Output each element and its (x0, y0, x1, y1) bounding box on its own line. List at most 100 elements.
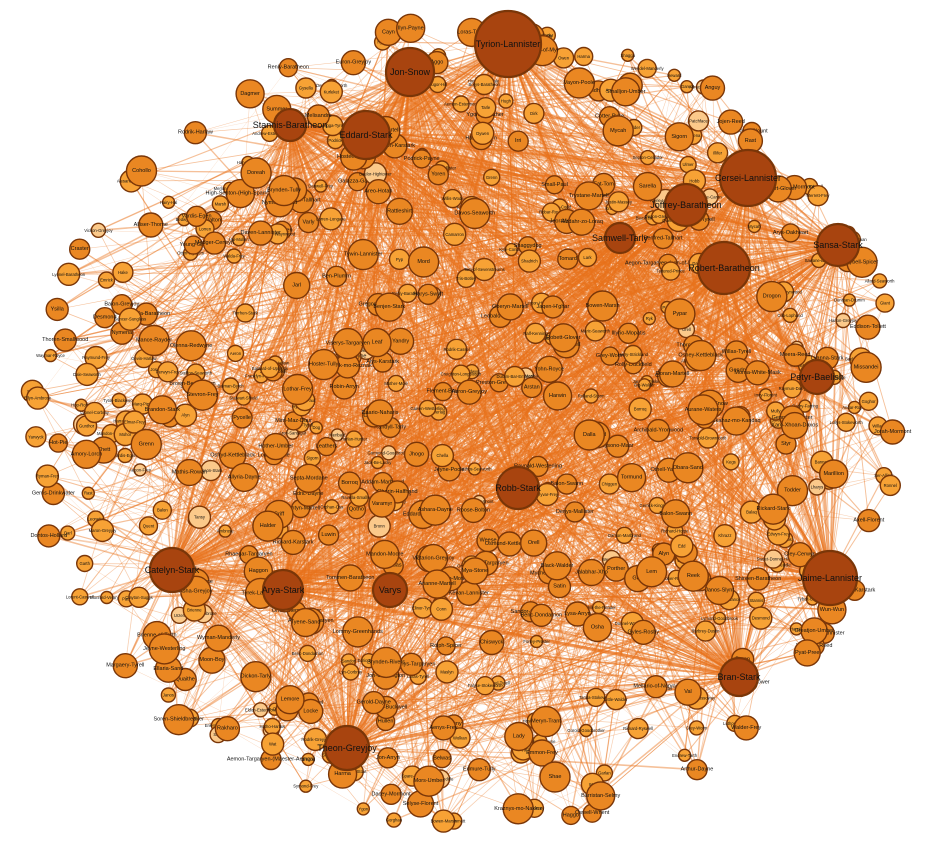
node-circle[interactable] (342, 663, 360, 681)
node-circle[interactable] (272, 107, 308, 143)
node-mid-ilyn[interactable]: Ilyn-Payne (396, 13, 426, 43)
node-circle[interactable] (521, 376, 543, 399)
node-circle[interactable] (175, 330, 207, 362)
node-circle[interactable] (290, 607, 321, 638)
node-mid-rattleshirt[interactable]: Rattleshirt (385, 197, 414, 226)
node-mid-jhogo[interactable]: Jhogo (403, 441, 430, 467)
node-mid-leaf[interactable]: Leaf (362, 327, 392, 358)
node-circle[interactable] (303, 727, 328, 752)
node-circle[interactable] (81, 486, 96, 500)
node-circle[interactable] (283, 271, 311, 300)
node-circle[interactable] (117, 447, 133, 464)
node-circle[interactable] (704, 575, 735, 606)
node-minor-171[interactable]: Maslyn (435, 660, 459, 684)
node-circle[interactable] (658, 360, 687, 388)
node-minor-238[interactable]: Tarle (475, 96, 497, 119)
node-circle[interactable] (835, 312, 851, 329)
node-circle[interactable] (445, 338, 468, 360)
node-circle[interactable] (75, 554, 94, 573)
node-circle[interactable] (187, 505, 212, 529)
node-minor-51[interactable]: Tansy (187, 505, 212, 529)
node-circle[interactable] (399, 652, 424, 676)
node-circle[interactable] (607, 191, 630, 213)
node-circle[interactable] (670, 534, 694, 558)
node-circle[interactable] (623, 344, 643, 365)
node-circle[interactable] (782, 379, 802, 399)
node-circle[interactable] (43, 348, 58, 363)
node-circle[interactable] (632, 171, 663, 202)
node-circle[interactable] (111, 392, 127, 409)
node-circle[interactable] (661, 499, 691, 529)
node-mid-rakharo[interactable]: Rakharo (214, 716, 241, 742)
node-circle[interactable] (419, 494, 451, 526)
node-circle[interactable] (582, 612, 613, 643)
node-minor-193[interactable]: Patchface (687, 110, 710, 132)
node-hub-robb[interactable]: Robb-Stark (495, 465, 541, 511)
node-circle[interactable] (640, 149, 656, 166)
node-circle[interactable] (733, 715, 759, 741)
node-minor-54[interactable]: Desmond (749, 606, 773, 630)
node-circle[interactable] (539, 761, 571, 793)
node-circle[interactable] (319, 80, 343, 104)
node-minor-31[interactable]: Chella (430, 443, 455, 468)
node-mid-mycah[interactable]: Mycah (602, 115, 634, 147)
node-minor-115[interactable]: Symond-Frey (293, 779, 319, 793)
node-minor-149[interactable]: Dywen (471, 121, 495, 146)
node-minor-129[interactable]: Illifer (706, 142, 729, 164)
node-minor-84[interactable]: Khrazz (713, 524, 737, 548)
node-circle[interactable] (644, 675, 668, 699)
node-circle[interactable] (498, 93, 514, 109)
node-circle[interactable] (211, 195, 230, 213)
node-circle[interactable] (611, 77, 641, 107)
node-circle[interactable] (661, 261, 681, 281)
node-mid-borroq[interactable]: Borroq (337, 471, 362, 495)
node-circle[interactable] (231, 232, 246, 247)
node-circle[interactable] (504, 721, 534, 752)
node-circle[interactable] (456, 379, 482, 405)
node-circle[interactable] (94, 307, 116, 329)
node-circle[interactable] (459, 197, 491, 230)
node-circle[interactable] (226, 248, 242, 264)
node-circle[interactable] (504, 365, 526, 388)
node-mid-luwin[interactable]: Luwin (317, 524, 340, 546)
node-circle[interactable] (35, 464, 60, 488)
node-circle[interactable] (71, 439, 102, 469)
node-circle[interactable] (699, 75, 726, 101)
node-circle[interactable] (385, 197, 414, 226)
node-minor-165[interactable]: Dirk (523, 102, 545, 125)
node-circle[interactable] (677, 748, 692, 762)
node-minor-131[interactable]: Dog (309, 421, 323, 435)
node-circle[interactable] (577, 558, 606, 587)
node-mid-dalla[interactable]: Dalla (573, 419, 605, 451)
node-mid-ysilla[interactable]: Ysilla (45, 297, 69, 322)
node-circle[interactable] (591, 600, 606, 615)
node-mid-grenn[interactable]: Grenn (130, 428, 163, 461)
node-minor-124[interactable]: Shadrich (517, 249, 542, 273)
node-circle[interactable] (504, 242, 518, 257)
node-circle[interactable] (403, 441, 430, 467)
node-circle[interactable] (664, 298, 696, 330)
node-circle[interactable] (598, 473, 621, 495)
node-circle[interactable] (317, 524, 340, 546)
node-circle[interactable] (25, 426, 47, 448)
node-circle[interactable] (301, 752, 315, 767)
node-circle[interactable] (303, 449, 322, 467)
node-circle[interactable] (37, 524, 61, 548)
node-circle[interactable] (309, 421, 323, 435)
node-mid-meryn[interactable]: Meryn-Trant (530, 705, 562, 738)
node-circle[interactable] (687, 394, 719, 426)
node-mid-halder[interactable]: Halder (252, 510, 284, 542)
node-circle[interactable] (687, 110, 710, 132)
node-circle[interactable] (263, 717, 281, 736)
node-circle[interactable] (330, 428, 344, 442)
node-minor-161[interactable]: Edd (670, 534, 694, 558)
node-circle[interactable] (564, 501, 586, 523)
node-circle[interactable] (460, 497, 487, 524)
node-circle[interactable] (435, 660, 459, 684)
node-circle[interactable] (370, 455, 385, 470)
node-minor-159[interactable]: Marsh (211, 195, 230, 213)
node-circle[interactable] (443, 222, 467, 247)
node-circle[interactable] (568, 208, 596, 236)
node-mid-dickon[interactable]: Dickon-Tarly (240, 661, 272, 693)
node-circle[interactable] (262, 432, 290, 461)
